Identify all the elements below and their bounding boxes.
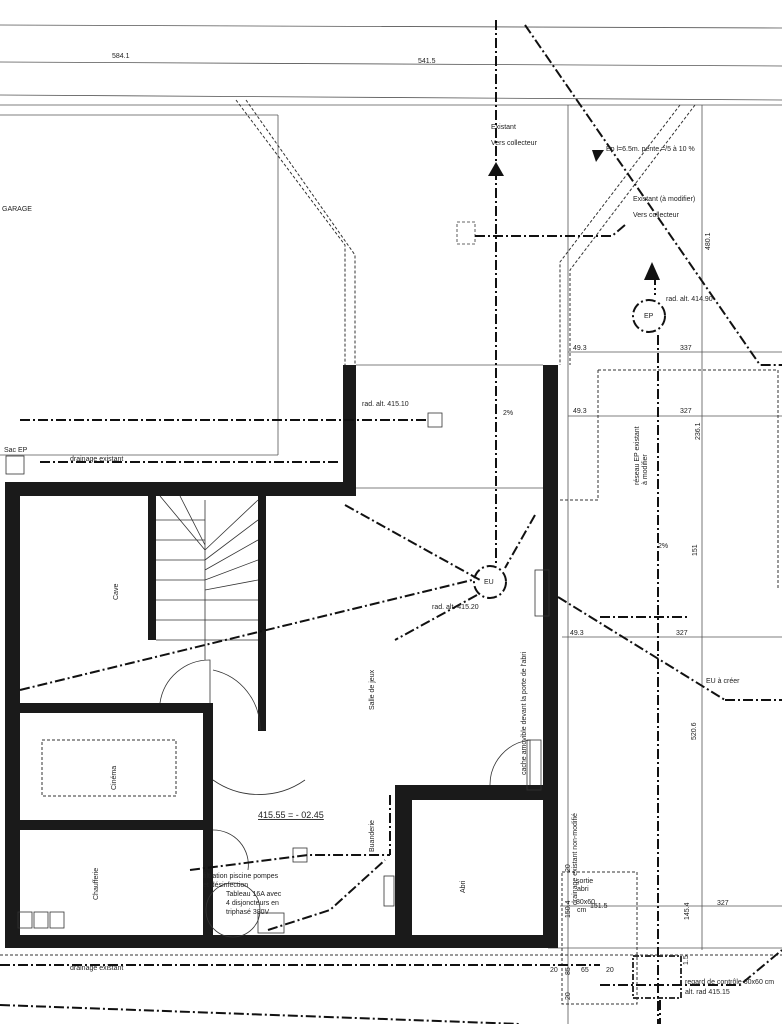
label-ep-slope: Ep l=6.5m. pente =/5 à 10 % bbox=[606, 146, 695, 153]
labels: GARAGE Existant Vers collecteur Ep l=6.5… bbox=[2, 124, 774, 996]
dim-right-vertical-top: 480.1 bbox=[705, 232, 712, 250]
label-eu-creer: EU à créer bbox=[706, 678, 740, 685]
label-ep: EP bbox=[644, 313, 654, 320]
dim: 20 bbox=[565, 864, 572, 872]
dim: 327 bbox=[717, 900, 729, 907]
label-existant: Existant bbox=[491, 124, 516, 131]
label-drainage-non-modifie: drainage existant non-modifié bbox=[572, 813, 579, 905]
arrow-up-icon bbox=[644, 262, 660, 280]
label-existant-modifier: Existant (à modifier) bbox=[633, 196, 695, 203]
dim: 20 bbox=[565, 992, 572, 1000]
dashed-outlines bbox=[0, 99, 782, 1005]
arrow-up-icon bbox=[592, 150, 604, 162]
label-level: 415.55 = - 02.45 bbox=[258, 810, 324, 820]
dim: 337 bbox=[680, 345, 692, 352]
dim: 85 bbox=[565, 967, 572, 975]
label-tableau-2: 4 disjoncteurs en bbox=[226, 900, 279, 907]
label-sac-ep: Sac EP bbox=[4, 447, 28, 454]
label-rad-alt-415-10: rad. alt. 415.10 bbox=[362, 401, 409, 408]
label-buanderie: Buanderie bbox=[369, 820, 376, 852]
dim: 49.3 bbox=[573, 345, 587, 352]
label-salle-de-jeux: Salle de jeux bbox=[369, 669, 376, 710]
label-abri: Abri bbox=[460, 880, 467, 893]
label-filtration-2: et désinfection bbox=[203, 882, 248, 889]
dim: 520.6 bbox=[691, 722, 698, 740]
label-tableau-3: triphasé 380V bbox=[226, 909, 270, 916]
flow-arrows bbox=[488, 150, 660, 280]
label-slope-right: 2% bbox=[658, 543, 668, 550]
label-rad-alt-414: rad. alt. 414.90 bbox=[666, 296, 713, 303]
label-sortie-3: 80x60 bbox=[576, 899, 595, 906]
dim: 1.5 bbox=[683, 955, 690, 965]
walls bbox=[5, 365, 558, 948]
label-vers-collecteur-2: Vers collecteur bbox=[633, 212, 680, 219]
label-reseau-ep: réseau EP existant bbox=[634, 426, 641, 485]
label-sortie: sortie bbox=[576, 878, 593, 885]
dim-top-right: 541.5 bbox=[418, 58, 436, 65]
label-regard: regard de contrôle 60x60 cm bbox=[685, 979, 774, 986]
label-garage: GARAGE bbox=[2, 206, 32, 213]
dim: 150.4 bbox=[565, 900, 572, 918]
dim: 49.3 bbox=[570, 630, 584, 637]
dim-top-left: 584.1 bbox=[112, 53, 130, 60]
dim: 151.5 bbox=[590, 903, 608, 910]
reference-lines bbox=[0, 24, 782, 1024]
label-sortie-4: cm bbox=[577, 907, 587, 914]
label-cinema: Cinéma bbox=[111, 766, 118, 790]
dim: 145.4 bbox=[684, 902, 691, 920]
label-regard-2: alt. rad 415.15 bbox=[685, 989, 730, 996]
dim: 236.1 bbox=[695, 422, 702, 440]
label-cache: cache amovible devant la porte de l'abri bbox=[521, 651, 528, 775]
label-drainage-top: drainage existant bbox=[70, 456, 123, 463]
label-reseau-ep-2: à modifier bbox=[642, 454, 649, 485]
label-eu: EU bbox=[484, 579, 494, 586]
label-drainage-bottom: drainage existant bbox=[70, 965, 123, 972]
dimensions: 584.1 541.5 480.1 49.3 337 49.3 327 236.… bbox=[112, 53, 729, 1000]
dim: 49.3 bbox=[573, 408, 587, 415]
label-tableau: Tableau 16A avec bbox=[226, 891, 282, 898]
label-rad-alt-415-20: rad. alt. 415.20 bbox=[432, 604, 479, 611]
dim: 65 bbox=[581, 967, 589, 974]
drainage-pipes bbox=[0, 20, 782, 1024]
label-cave: Cave bbox=[113, 584, 120, 600]
staircase bbox=[156, 495, 259, 660]
label-vers-collecteur: Vers collecteur bbox=[491, 140, 538, 147]
label-chaufferie: Chaufferie bbox=[93, 868, 100, 900]
dim: 151 bbox=[692, 544, 699, 556]
label-sortie-2: abri bbox=[577, 886, 589, 893]
dim: 327 bbox=[680, 408, 692, 415]
arrow-up-icon bbox=[488, 162, 504, 176]
dim: 20 bbox=[606, 967, 614, 974]
dim: 327 bbox=[676, 630, 688, 637]
label-slope-terrace: 2% bbox=[503, 410, 513, 417]
label-filtration: filtration piscine pompes bbox=[203, 873, 279, 880]
dim: 20 bbox=[550, 967, 558, 974]
